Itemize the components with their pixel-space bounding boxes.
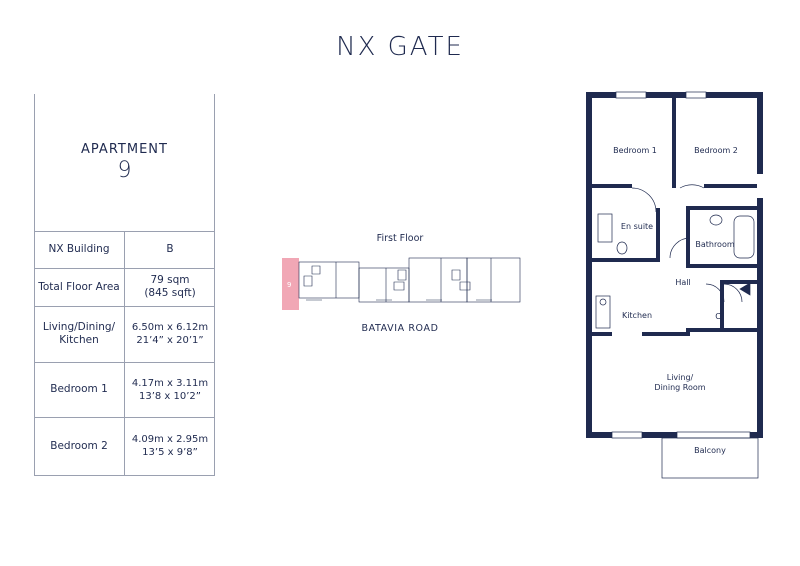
room-label-living: Living/ Dining Room [654, 373, 706, 392]
apartment-title: APARTMENT [81, 142, 168, 157]
spec-value-building: B [166, 243, 174, 255]
row-divider [34, 306, 215, 307]
keyplan-highlight-unit [282, 258, 299, 310]
spec-label-bedroom2: Bedroom 2 [50, 439, 108, 452]
apartment-number: 9 [117, 158, 132, 183]
row-divider [34, 417, 215, 418]
spec-sheet: APARTMENT 9 NX Building B Total Floor Ar… [34, 94, 215, 476]
row-divider [34, 231, 215, 232]
spec-value-bedroom1: 4.17m x 3.11m 13’8 x 10’2” [131, 377, 209, 402]
sheet-column-divider [124, 231, 125, 476]
row-divider [34, 475, 215, 476]
keyplan-unit-marker: 9 [287, 281, 291, 289]
room-label-ensuite: En suite [620, 222, 654, 231]
room-label-bathroom: Bathroom [695, 240, 735, 249]
keyplan-diagram: 9 [282, 257, 521, 310]
room-label-bedroom1: Bedroom 1 [613, 146, 657, 155]
keyplan-floor-label: First Floor [376, 233, 424, 244]
row-divider [34, 362, 215, 363]
room-label-bedroom2: Bedroom 2 [694, 146, 738, 155]
spec-label-bedroom1: Bedroom 1 [50, 383, 108, 395]
room-label-kitchen: Kitchen [621, 311, 653, 320]
floor-plan [586, 91, 763, 479]
spec-value-bedroom2: 4.09m x 2.95m 13’5 x 9’8” [131, 434, 209, 458]
room-label-balcony: Balcony [694, 446, 726, 455]
row-divider [34, 268, 215, 269]
spec-value-area: 79 sqm (845 sqft) [144, 274, 196, 299]
sheet-left-border [34, 94, 35, 476]
room-label-hall: Hall [675, 278, 691, 287]
spec-label-building: NX Building [48, 243, 110, 255]
room-label-cupboard: C [715, 312, 721, 321]
brand-logo: NX GATE [336, 32, 464, 62]
spec-label-area: Total Floor Area [38, 280, 120, 293]
spec-label-living: Living/Dining/ Kitchen [42, 321, 116, 346]
keyplan-road-label: BATAVIA ROAD [361, 323, 439, 334]
sheet-right-border [214, 94, 215, 476]
spec-value-living: 6.50m x 6.12m 21’4” x 20’1” [131, 322, 209, 346]
